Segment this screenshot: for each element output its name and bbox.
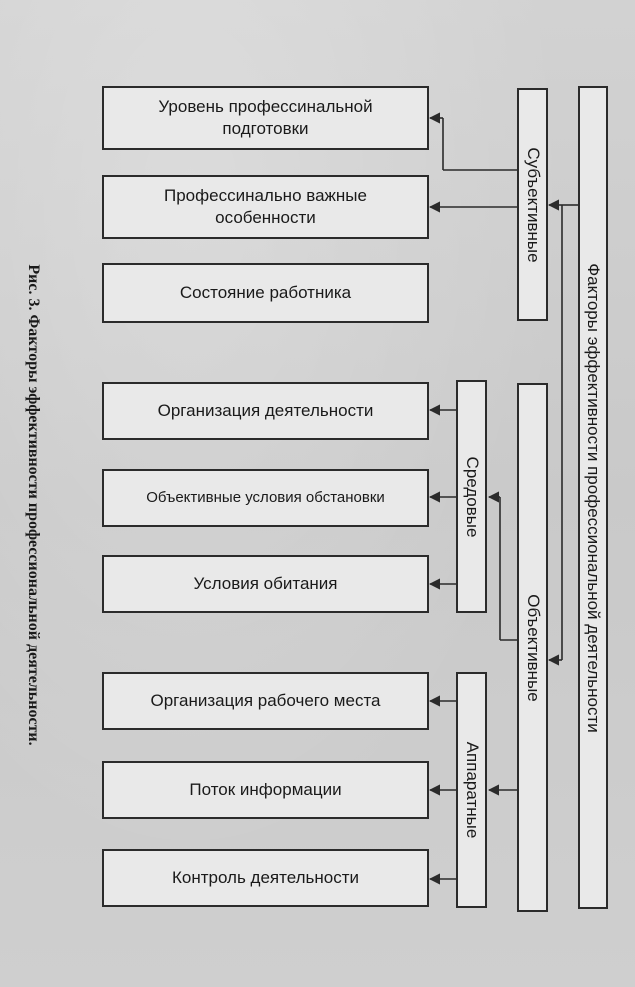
factor-label-line: подготовки <box>222 119 309 138</box>
factor-label: Условия обитания <box>193 574 338 593</box>
group-hardware-label: Аппаратные <box>462 741 482 839</box>
factor-activity-control: Контроль деятельности <box>102 849 429 907</box>
root-box: Факторы эффективности профессиональной д… <box>578 86 608 909</box>
group-subjective-label: Субъективные <box>523 146 543 263</box>
group-hardware: Аппаратные <box>456 672 487 908</box>
factor-label: Поток информации <box>189 780 342 799</box>
factor-label: Объективные условия обстановки <box>146 489 385 506</box>
group-subjective: Субъективные <box>517 88 548 321</box>
factor-living-conditions: Условия обитания <box>102 555 429 613</box>
factor-label: Организация рабочего места <box>150 691 381 710</box>
factor-workplace-organization: Организация рабочего места <box>102 672 429 730</box>
group-environmental-label: Средовые <box>462 456 482 537</box>
factor-label: Контроль деятельности <box>171 868 360 887</box>
factor-label: Организация деятельности <box>157 401 374 420</box>
root-label: Факторы эффективности профессиональной д… <box>584 262 603 733</box>
factor-activity-organization: Организация деятельности <box>102 382 429 440</box>
factor-important-features: Профессинально важные особенности <box>102 175 429 239</box>
factor-label-line: Профессинально важные <box>164 186 367 205</box>
group-objective-label: Объективные <box>523 593 543 702</box>
group-environmental: Средовые <box>456 380 487 613</box>
factor-label: Состояние работника <box>179 283 352 302</box>
factor-label-line: Уровень профессинальной <box>158 97 373 116</box>
factor-information-flow: Поток информации <box>102 761 429 819</box>
factor-worker-state: Состояние работника <box>102 263 429 323</box>
factor-professional-training: Уровень профессинальной подготовки <box>102 86 429 150</box>
group-objective: Объективные <box>517 383 548 912</box>
factor-objective-conditions: Объективные условия обстановки <box>102 469 429 527</box>
factor-label-line: особенности <box>215 208 316 227</box>
